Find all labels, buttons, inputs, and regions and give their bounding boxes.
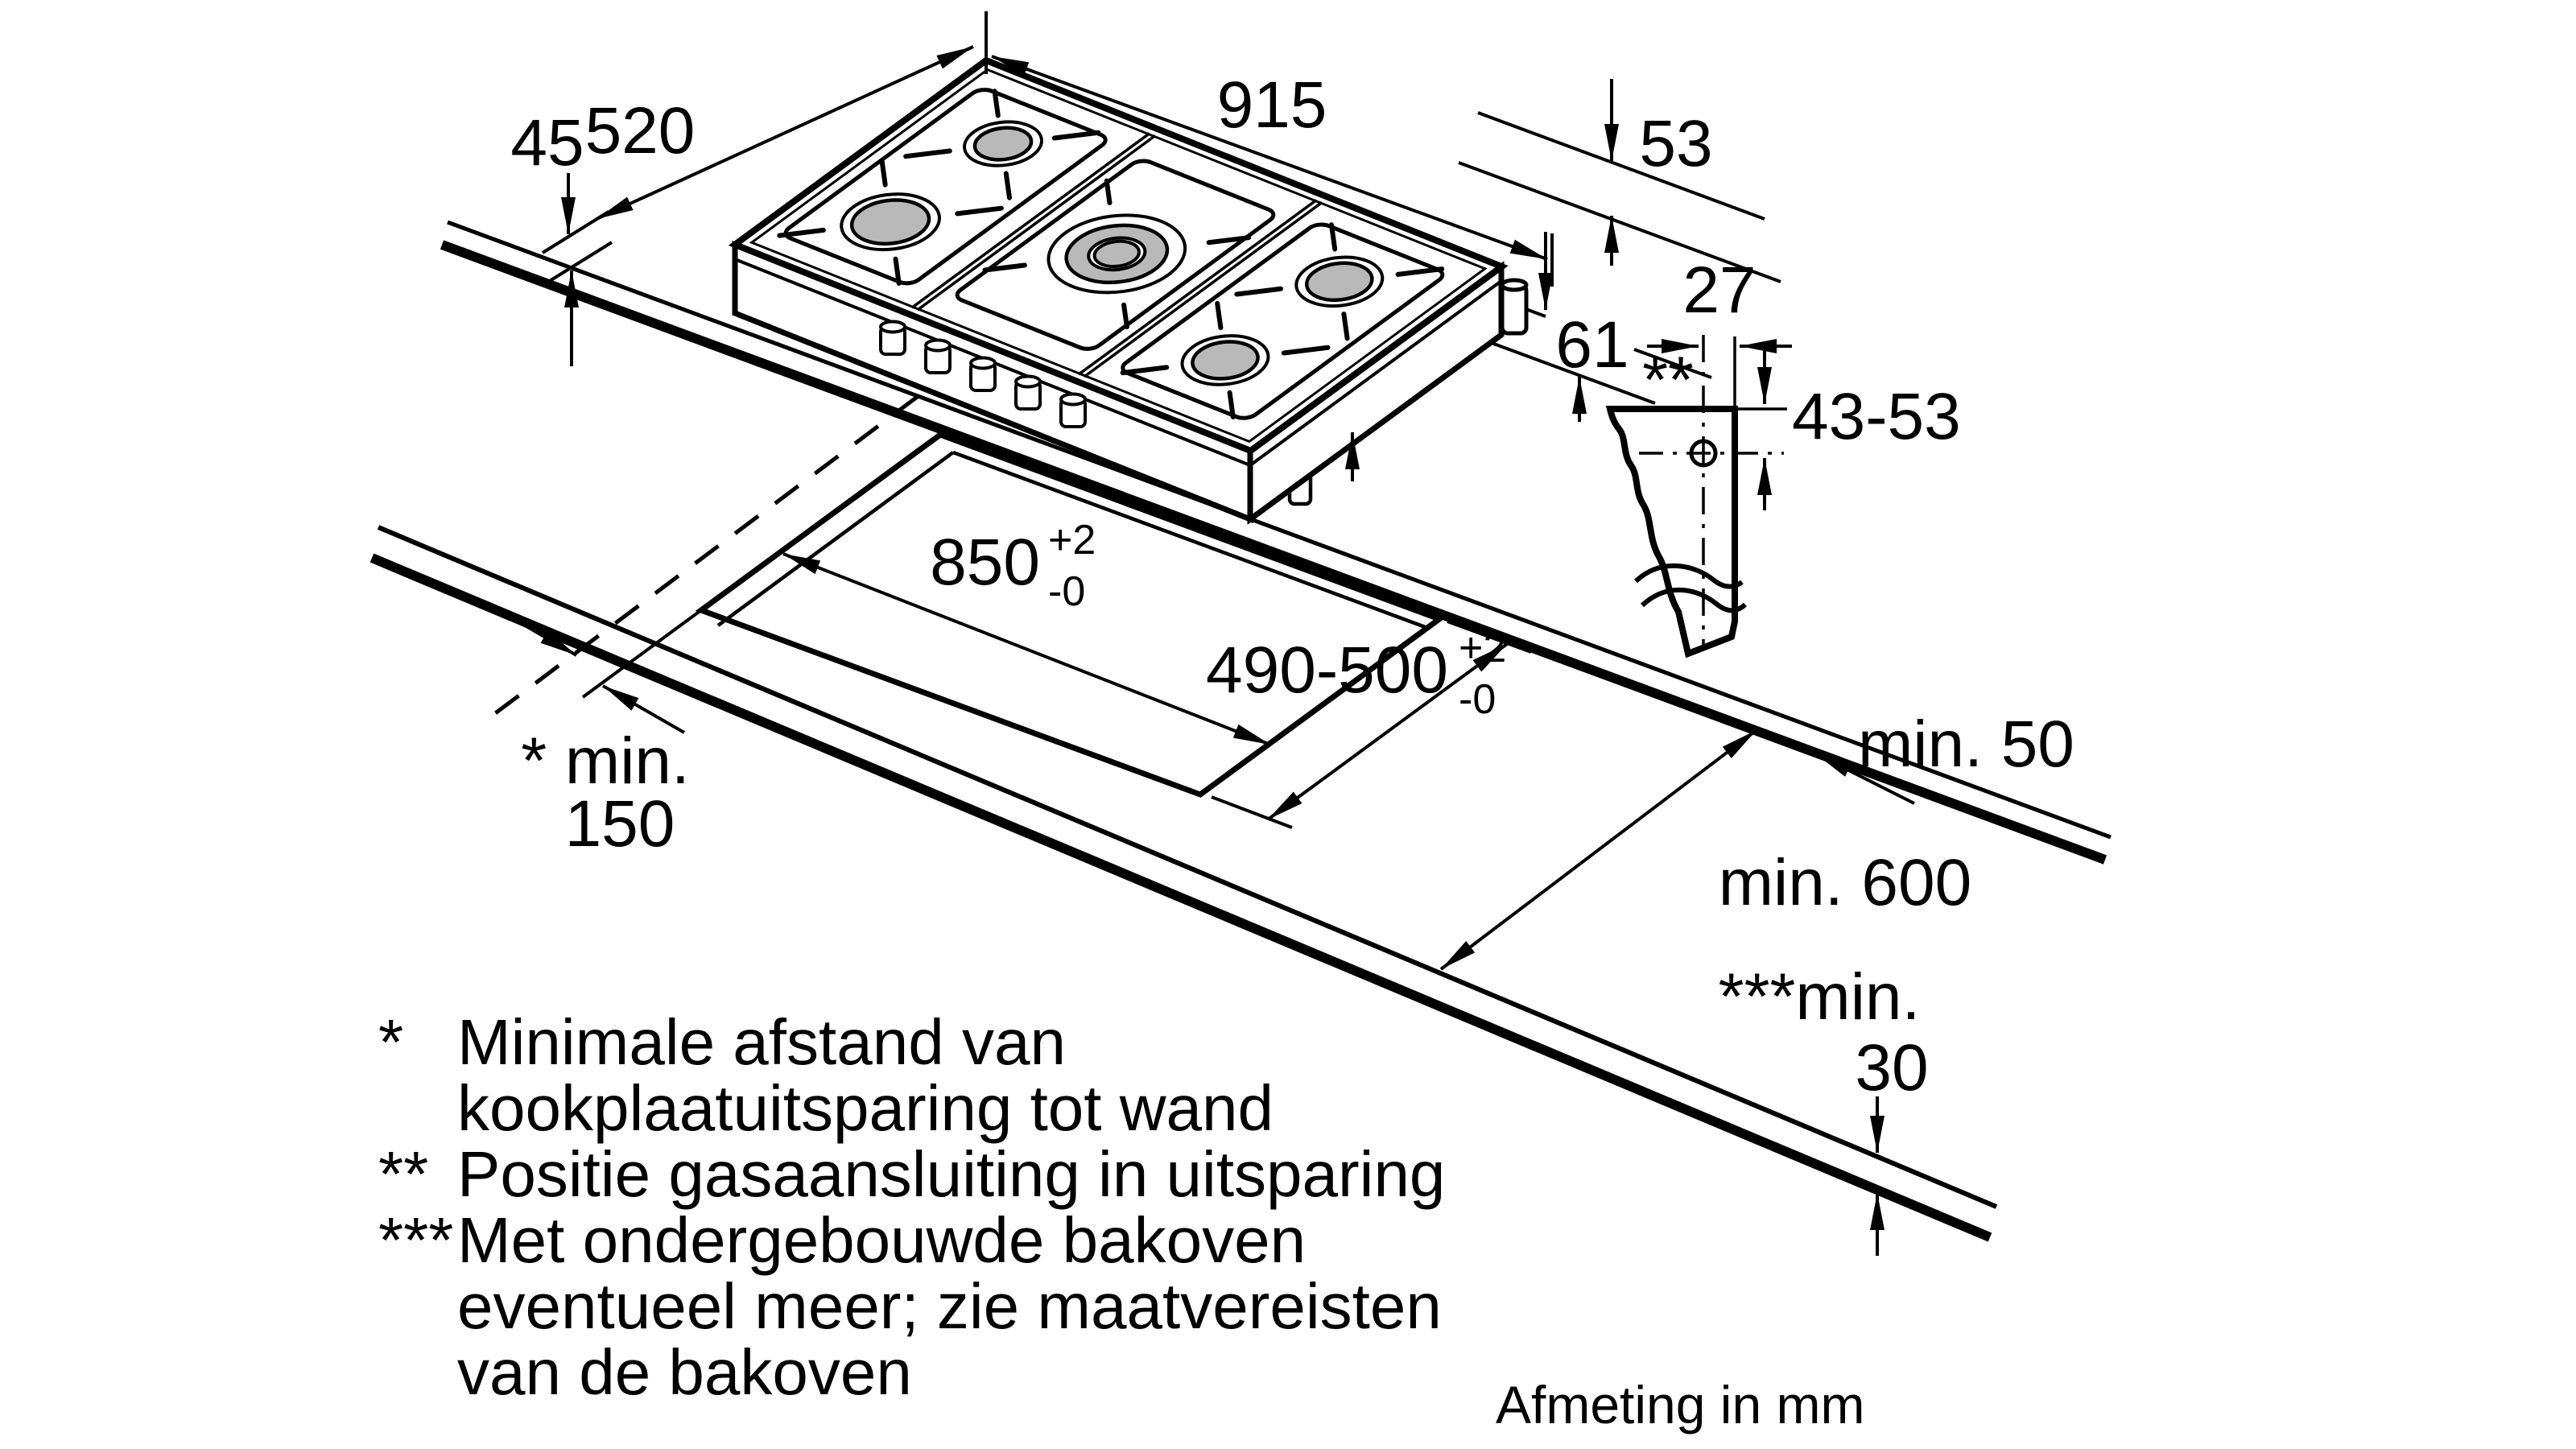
knob [924,338,952,374]
label-thickness-value: 30 [1855,1031,1928,1104]
ext-tick-45-bottom [544,241,613,285]
label-cutout-depth-tol-plus: +2 [1459,625,1506,671]
dim-850-line [782,552,1271,746]
dimension-labels: 45 520 915 53 61 27 ** 43-53 850 +2 -0 4… [510,68,2074,1104]
gas-bracket-detail [1605,335,1787,658]
dim-min600-line [1439,729,1758,971]
worktop [369,220,2112,1242]
dim-915-line [991,55,1548,261]
worktop-front-edge-bottom [369,553,1992,1242]
dim-min150-arrow-left [514,618,578,657]
footnote-3-line-3: van de bakoven [457,1336,912,1408]
footnote-2-line-1: Positie gasaansluiting in uitsparing [457,1138,1445,1210]
label-cutout-depth-tol-minus: -0 [1459,676,1496,723]
ref-line-53-upper [1477,111,1765,221]
label-hob-width: 915 [1217,68,1327,142]
label-hob-height: 45 [510,106,584,180]
label-wall-min: * min. [521,724,690,798]
control-knobs [879,320,1087,428]
gas-pipe [1500,278,1529,336]
footnote-1-line-1: Minimale afstand van [457,1006,1066,1078]
footnote-1-line-2: kookplaatuitsparing tot wand [457,1072,1274,1144]
label-gas-offset: 27 [1682,254,1756,327]
dim-520-line [596,45,974,221]
dim-min50-arrow [1814,752,1915,805]
hob-face-right-lip [1249,279,1503,467]
dim-min150-arrow-right [602,684,685,734]
cutout-inner-wall-left [716,451,955,627]
footnote-3-line-2: eventueel meer; zie maatvereisten [457,1270,1442,1342]
footnotes: * Minimale afstand van kookplaatuitspari… [378,1006,1445,1408]
ext-490-back [1447,620,1532,654]
footnote-2-marker: ** [378,1138,428,1210]
wall-dashed-line [489,365,960,718]
hob [735,60,1529,525]
label-hob-depth: 520 [585,94,696,167]
label-cutout-width-tol-plus: +2 [1048,517,1096,564]
cutout-outline [695,431,1446,798]
label-back-min: min. 50 [1858,708,2074,781]
knob [879,320,906,356]
footnote-3-line-1: Met ondergebouwde bakoven [457,1204,1306,1276]
dimension-annotations [514,11,1915,1256]
knob [1059,392,1087,428]
label-rim-height: 53 [1639,107,1712,180]
label-gas-height-range: 43-53 [1792,380,1961,453]
label-wall-min-value: 150 [565,787,675,861]
worktop-back-edge-outer [447,220,2112,840]
knob [1014,374,1042,411]
bracket-break-wave-1 [1633,563,1744,589]
label-gas-marker: ** [1642,344,1694,417]
cutout-left-edge-extension [581,609,703,699]
burner-back-right [1278,248,1400,316]
footnote-1-marker: * [378,1006,403,1078]
worktop-front-edge-top [377,525,1998,1209]
burner-front-right [1165,327,1286,394]
bracket-break-wave-2 [1640,587,1748,613]
label-cutout-depth: 490-500 [1206,634,1448,707]
gas-bracket-outline [1605,406,1738,658]
label-cutout-width-tol-minus: -0 [1048,568,1085,615]
label-cutout-width: 850 [930,526,1040,599]
ext-490-front [1211,795,1293,829]
label-counter-depth: min. 600 [1719,846,1972,919]
knob [969,356,997,392]
label-thickness: ***min. [1719,960,1921,1034]
label-body-height: 61 [1555,308,1629,382]
cutout-inner-wall-back [952,450,1430,631]
dim-490-line [1266,642,1509,821]
footnote-3-marker: *** [378,1204,453,1276]
units-caption: Afmeting in mm [1496,1375,1864,1435]
